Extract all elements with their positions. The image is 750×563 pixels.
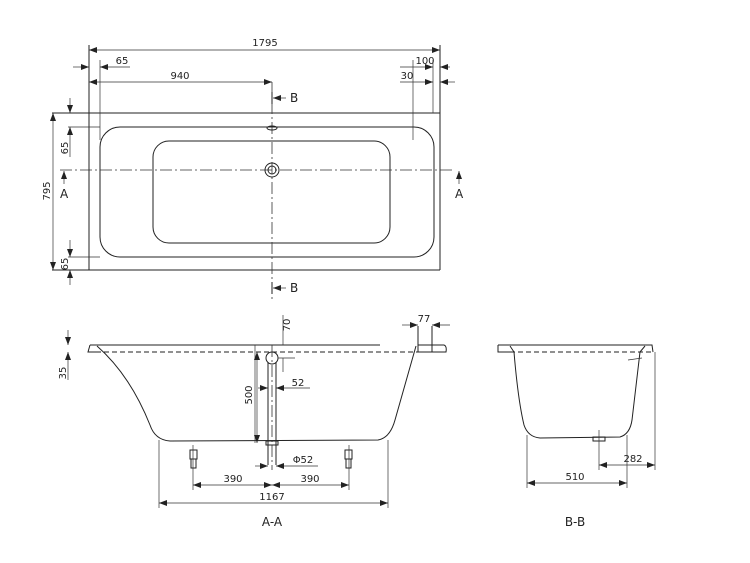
dim-500: 500	[244, 385, 255, 404]
tub-profile	[96, 345, 417, 442]
dim-65-left: 65	[116, 56, 129, 67]
dim-77: 77	[418, 314, 431, 325]
dim-65-bottom: 65	[60, 258, 71, 271]
rim	[87, 344, 447, 353]
foot-left	[189, 445, 198, 490]
dim-35: 35	[58, 367, 69, 380]
tub-profile	[509, 345, 646, 439]
dim-510: 510	[565, 472, 584, 483]
dim-390-left: 390	[223, 474, 242, 485]
section-a-a: 77 35 500 70 52 Φ52 390 390	[58, 314, 450, 529]
section-a-marker-right: A	[455, 187, 464, 201]
drain-icon	[265, 440, 279, 446]
drain-icon	[264, 162, 280, 178]
dim-1795: 1795	[252, 38, 277, 49]
section-b-b-title: B-B	[565, 515, 585, 529]
rim	[497, 344, 654, 353]
foot-right	[344, 445, 353, 490]
rim-inner-outline	[99, 126, 435, 258]
basin-floor	[152, 140, 391, 244]
dim-795: 795	[42, 181, 53, 200]
dim-1167: 1167	[259, 492, 284, 503]
dim-940: 940	[170, 71, 189, 82]
overflow-icon	[266, 125, 278, 131]
section-b-marker-top: B	[290, 91, 298, 105]
dim-52: 52	[292, 378, 305, 389]
section-b-b: 282 510 B-B	[497, 344, 656, 529]
dim-30: 30	[401, 71, 414, 82]
dim-65-top: 65	[60, 142, 71, 155]
dim-70: 70	[282, 319, 293, 332]
section-a-marker-left: A	[60, 187, 69, 201]
section-b-marker-bottom: B	[290, 281, 298, 295]
dim-390-right: 390	[300, 474, 319, 485]
top-view: 1795 65 940 100 30 795 65 65 B B A A	[42, 38, 464, 300]
dim-phi52: Φ52	[293, 455, 314, 466]
dim-100: 100	[415, 56, 434, 67]
section-a-a-title: A-A	[262, 515, 283, 529]
dim-282: 282	[623, 454, 642, 465]
